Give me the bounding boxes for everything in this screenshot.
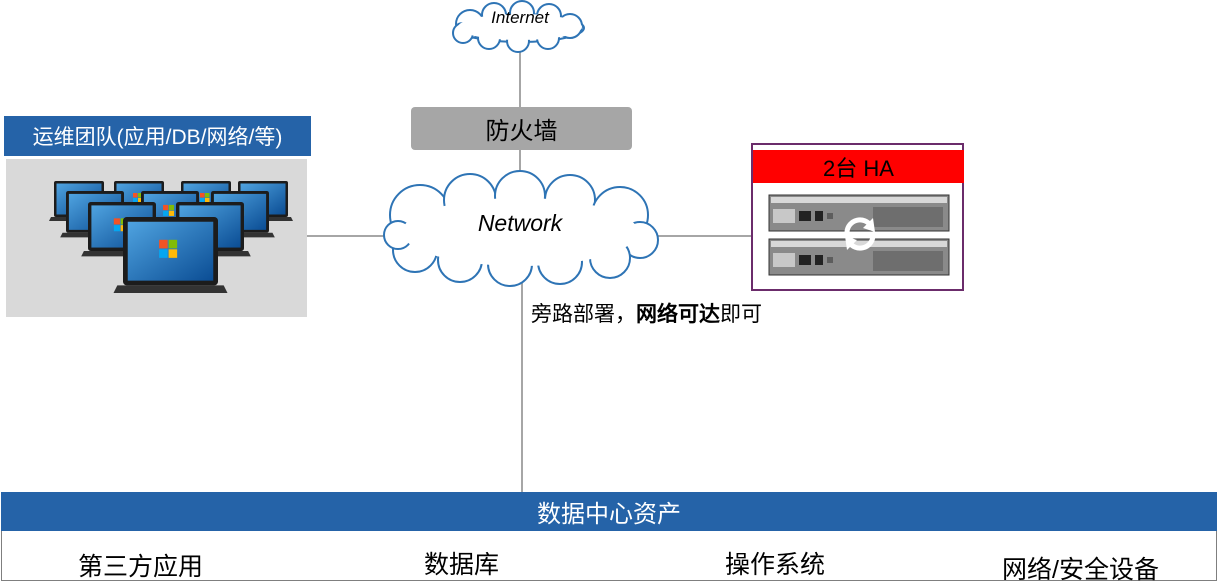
- internet-label: Internet: [491, 8, 549, 27]
- deploy-note-bold: 网络可达: [636, 303, 720, 326]
- ha-title: 2台 HA: [823, 155, 894, 181]
- deploy-note-prefix: 旁路部署，: [531, 303, 636, 326]
- ha-header: 2台 HA: [753, 150, 964, 183]
- datacenter-title: 数据中心资产: [537, 501, 681, 528]
- team-title: 运维团队(应用/DB/网络/等): [32, 126, 283, 149]
- asset-database: 数据库: [424, 551, 500, 579]
- datacenter-assets-panel: [1, 531, 1217, 581]
- team-header: 运维团队(应用/DB/网络/等): [4, 116, 311, 156]
- laptop-icon: [49, 181, 293, 293]
- server-appliance-icon: [768, 194, 950, 276]
- datacenter-header: 数据中心资产: [1, 492, 1217, 531]
- firewall-box: 防火墙: [411, 107, 632, 150]
- asset-third-party-apps: 第三方应用: [78, 553, 204, 581]
- workstations-panel: [6, 159, 307, 317]
- asset-network-security-devices: 网络/安全设备: [1002, 556, 1159, 584]
- deploy-note-suffix: 即可: [720, 303, 762, 326]
- asset-operating-system: 操作系统: [725, 551, 826, 579]
- firewall-label: 防火墙: [485, 118, 558, 145]
- sync-icon: [844, 217, 876, 251]
- network-label: Network: [477, 210, 563, 236]
- deploy-note: 旁路部署，网络可达即可: [531, 298, 762, 328]
